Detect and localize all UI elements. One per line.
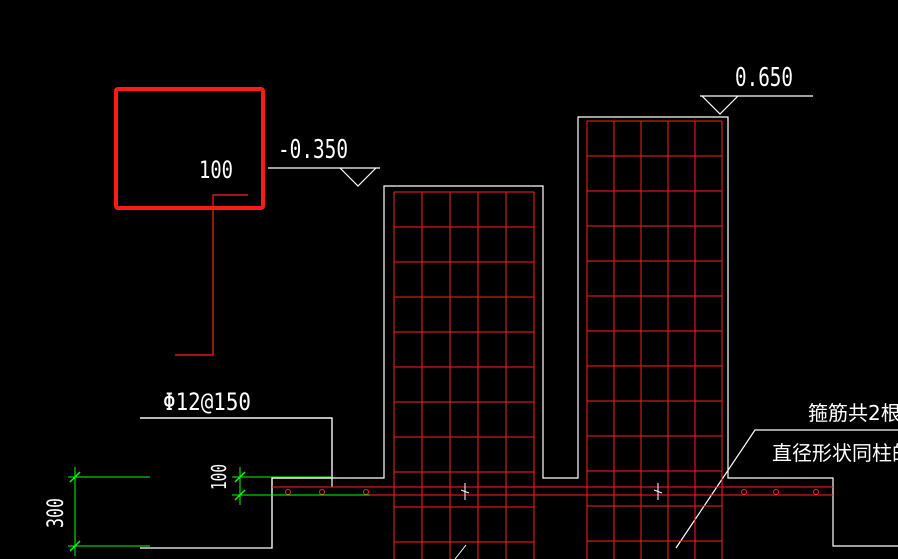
box-leader-line <box>175 194 248 356</box>
dimension-100: 100 <box>207 464 370 505</box>
stirrup-note-line2: 直径形状同柱的外 <box>772 441 898 465</box>
break-marks <box>454 483 663 559</box>
rebar-dot <box>319 489 325 495</box>
dimension-box-label: 100 <box>199 156 233 184</box>
elevation-marker-left: -0.350 <box>268 135 380 187</box>
foundation-outline <box>271 116 898 548</box>
stirrup-note-line1: 箍筋共2根 <box>808 401 898 425</box>
rebar-dot <box>363 489 369 495</box>
elevation-marker-right: 0.650 <box>700 63 813 115</box>
rebar-dot <box>773 489 779 495</box>
rebar-dot <box>741 489 747 495</box>
rebar-dot <box>285 489 291 495</box>
concrete-outline <box>140 417 333 549</box>
rebar-callout: Φ12@150 <box>140 388 333 487</box>
dim-100-label: 100 <box>207 464 231 490</box>
dim-300-label: 300 <box>44 498 69 528</box>
rebar-dot <box>813 489 819 495</box>
rebar-callout-label: Φ12@150 <box>163 388 251 416</box>
rebar-bottom-layer <box>272 486 833 496</box>
elevation-right-label: 0.650 <box>735 63 793 93</box>
rebar-cage-left <box>393 191 535 559</box>
stirrup-note: 箍筋共2根 直径形状同柱的外 <box>675 401 898 549</box>
elevation-left-label: -0.350 <box>278 135 348 165</box>
rebar-cage-right <box>586 120 723 559</box>
dimension-300: 300 <box>44 467 150 556</box>
selection-highlight-box[interactable] <box>114 87 265 210</box>
